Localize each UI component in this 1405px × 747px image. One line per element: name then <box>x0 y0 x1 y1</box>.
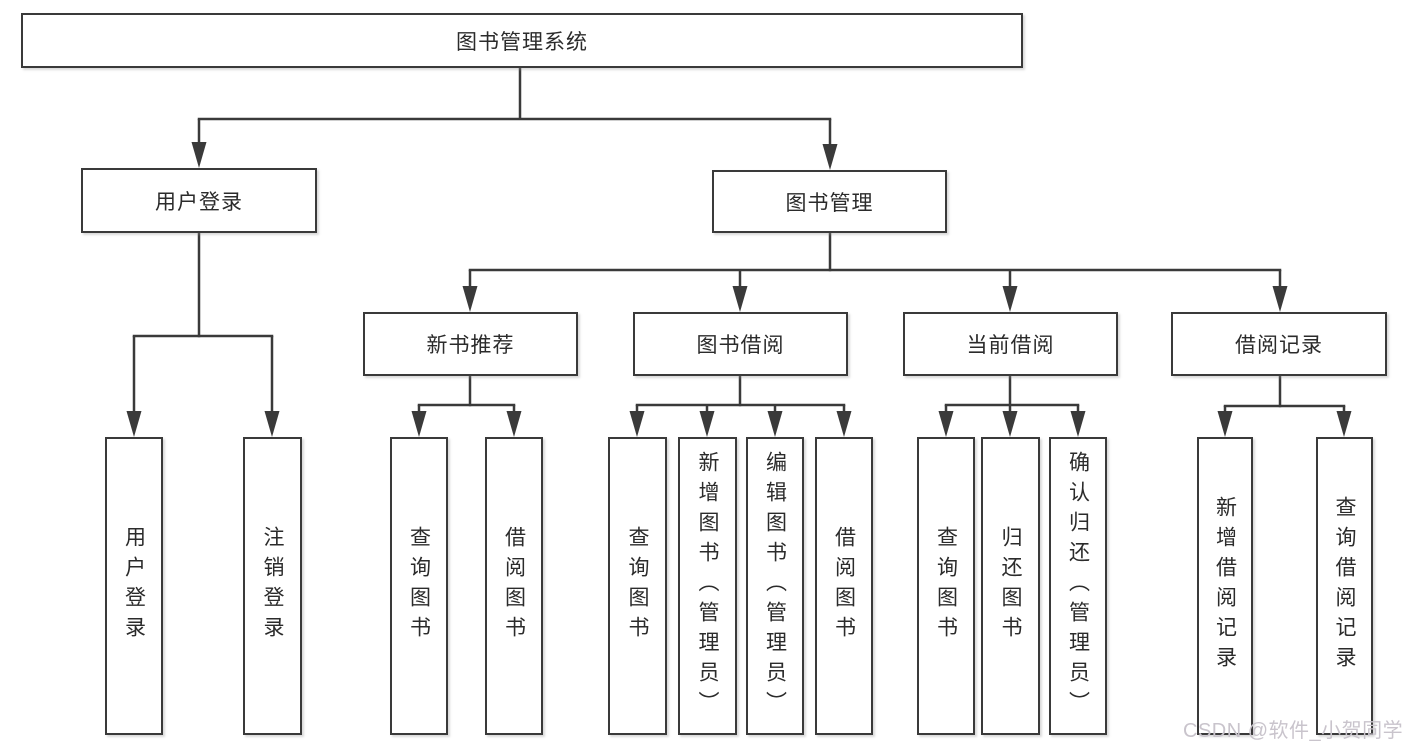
arrowheads <box>126 142 1352 437</box>
leaf-query-books-current: 查询图书 <box>917 437 975 735</box>
leaf-user-login: 用户登录 <box>105 437 163 735</box>
node-new-book-recommend: 新书推荐 <box>363 312 578 376</box>
leaf-logout: 注销登录 <box>243 437 302 735</box>
leaf-add-book-admin: 新增图书（管理员） <box>678 437 737 735</box>
leaf-query-books-borrowing: 查询图书 <box>608 437 667 735</box>
node-current-borrowing: 当前借阅 <box>903 312 1118 376</box>
leaf-confirm-return-admin: 确认归还（管理员） <box>1049 437 1107 735</box>
leaf-edit-book-admin: 编辑图书（管理员） <box>746 437 804 735</box>
node-book-borrowing: 图书借阅 <box>633 312 848 376</box>
csdn-watermark: CSDN @软件_小贺同学 <box>1183 720 1404 742</box>
leaf-return-book: 归还图书 <box>981 437 1040 735</box>
leaf-borrow-book-borrowing: 借阅图书 <box>815 437 873 735</box>
leaf-add-borrow-record: 新增借阅记录 <box>1197 437 1253 735</box>
leaf-query-borrow-record: 查询借阅记录 <box>1316 437 1373 735</box>
leaf-borrow-book-recommend: 借阅图书 <box>485 437 543 735</box>
node-book-management: 图书管理 <box>712 170 947 233</box>
node-root-system: 图书管理系统 <box>21 13 1023 68</box>
leaf-query-books-recommend: 查询图书 <box>390 437 448 735</box>
node-borrow-records: 借阅记录 <box>1171 312 1387 376</box>
node-user-login: 用户登录 <box>81 168 317 233</box>
